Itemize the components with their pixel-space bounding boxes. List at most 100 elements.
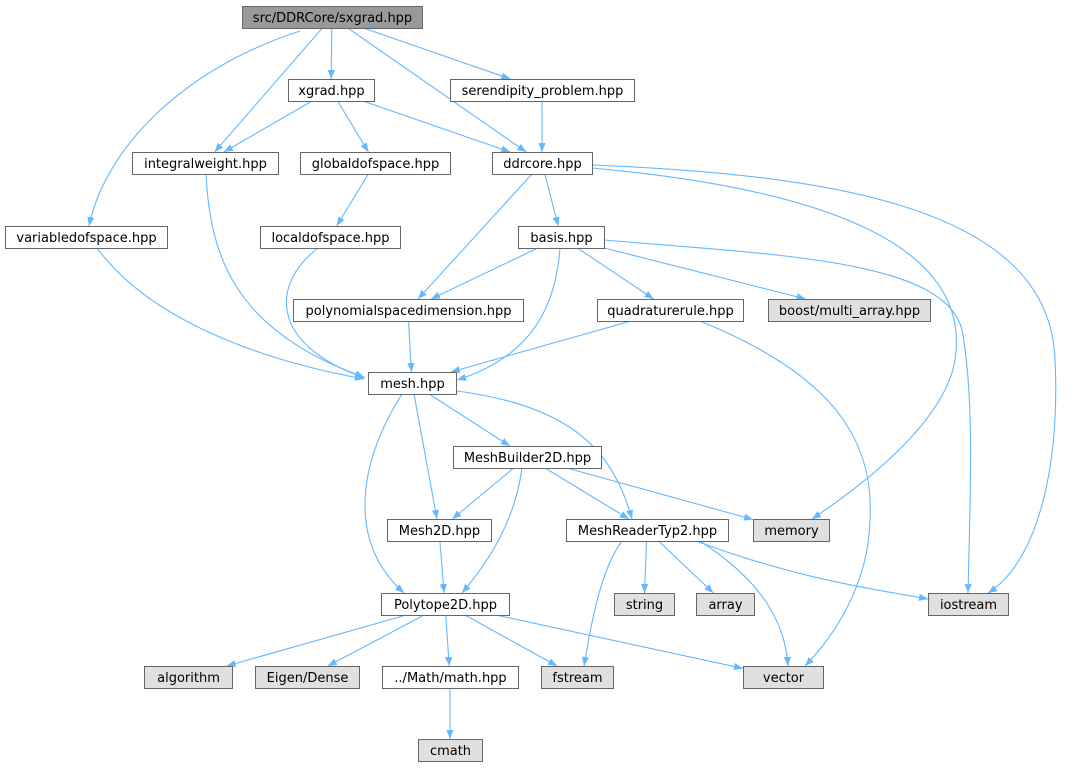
edge-mesh-to-polytope	[364, 393, 405, 594]
edge-meshreader-to-iostream	[695, 540, 929, 601]
node-multiarray-box	[768, 299, 931, 322]
edge-integralweight-to-mesh	[205, 173, 365, 378]
node-mathhpp-box	[382, 666, 519, 689]
edge-polyspacedim-to-mesh	[407, 320, 415, 373]
node-ddrcore[interactable]: ddrcore.hpp	[492, 152, 593, 175]
node-polytope-label: Polytope2D.hpp	[394, 598, 497, 613]
node-sxgrad[interactable]: src/DDRCore/sxgrad.hpp	[242, 6, 423, 29]
node-array-box	[696, 593, 755, 616]
node-polytope-box	[381, 593, 510, 616]
edge-basis-to-quadrule	[577, 247, 654, 300]
node-basis-box	[518, 226, 605, 249]
node-polyspacedim[interactable]: polynomialspacedimension.hpp	[293, 299, 524, 322]
edge-quadrule-to-vector	[699, 320, 871, 667]
edge-polytope-to-fstream	[464, 614, 558, 667]
edge-polytope-to-algorithm	[226, 614, 407, 668]
node-variabledofspace-box	[5, 226, 168, 249]
node-mesh2d[interactable]: Mesh2D.hpp	[387, 519, 492, 542]
edge-sxgrad-to-variabledofspace	[87, 30, 301, 227]
node-globaldofspace-label: globaldofspace.hpp	[312, 157, 439, 172]
node-localdofspace[interactable]: localdofspace.hpp	[260, 226, 401, 249]
edge-globaldofspace-to-localdofspace	[336, 173, 369, 227]
node-xgrad[interactable]: xgrad.hpp	[288, 79, 375, 102]
node-multiarray: boost/multi_array.hpp	[768, 299, 931, 322]
edge-meshbuilder-to-memory	[566, 467, 754, 521]
node-quadrule-box	[597, 299, 744, 322]
node-mesh2d-label: Mesh2D.hpp	[399, 524, 480, 539]
node-iostream: iostream	[928, 593, 1009, 616]
node-fstream-box	[541, 666, 614, 689]
edge-meshreader-to-array	[658, 540, 714, 594]
node-mesh[interactable]: mesh.hpp	[368, 372, 457, 395]
edge-localdofspace-to-mesh	[285, 247, 366, 379]
node-mesh-label: mesh.hpp	[380, 377, 445, 392]
node-polytope[interactable]: Polytope2D.hpp	[381, 593, 510, 616]
node-vector-box	[743, 666, 824, 689]
edge-basis-to-iostream	[603, 239, 972, 594]
edge-mesh2d-to-polytope	[439, 540, 447, 594]
node-vector: vector	[743, 666, 824, 689]
node-memory: memory	[753, 519, 830, 542]
edge-sxgrad-to-serendipity	[363, 27, 511, 80]
file-nodes: src/DDRCore/sxgrad.hpp xgrad.hpp serendipi…	[5, 6, 1009, 762]
node-mesh-box	[368, 372, 457, 395]
node-multiarray-label: boost/multi_array.hpp	[779, 304, 920, 319]
edge-ddrcore-to-polyspacedim	[417, 173, 533, 300]
node-quadrule[interactable]: quadraturerule.hpp	[597, 299, 744, 322]
node-localdofspace-label: localdofspace.hpp	[271, 231, 389, 246]
node-polyspacedim-box	[293, 299, 524, 322]
node-integralweight-box	[132, 152, 279, 175]
node-string: string	[614, 593, 675, 616]
node-meshbuilder-box	[453, 446, 602, 469]
node-ddrcore-box	[492, 152, 593, 175]
node-basis[interactable]: basis.hpp	[518, 226, 605, 249]
node-localdofspace-box	[260, 226, 401, 249]
edge-basis-to-multiarray	[603, 247, 806, 301]
node-array: array	[696, 593, 755, 616]
node-mathhpp-label: ../Math/math.hpp	[394, 671, 506, 686]
node-string-box	[614, 593, 675, 616]
node-cmath: cmath	[418, 739, 483, 762]
node-meshreader[interactable]: MeshReaderTyp2.hpp	[566, 519, 729, 542]
node-cmath-label: cmath	[430, 744, 471, 759]
node-variabledofspace-label: variabledofspace.hpp	[16, 231, 156, 246]
node-cmath-box	[418, 739, 483, 762]
node-algorithm: algorithm	[144, 666, 233, 689]
node-serendipity-box	[450, 79, 635, 102]
node-memory-label: memory	[764, 524, 819, 539]
node-variabledofspace[interactable]: variabledofspace.hpp	[5, 226, 168, 249]
node-vector-label: vector	[763, 671, 805, 686]
edge-xgrad-to-integralweight	[223, 100, 313, 153]
edge-meshreader-to-vector	[699, 540, 792, 667]
node-eigendense-label: Eigen/Dense	[267, 671, 349, 686]
node-ddrcore-label: ddrcore.hpp	[503, 157, 582, 172]
edge-polytope-to-eigendense	[327, 614, 425, 667]
edge-sxgrad-to-xgrad	[327, 27, 335, 80]
node-memory-box	[753, 519, 830, 542]
node-meshreader-label: MeshReaderTyp2.hpp	[578, 524, 717, 539]
edge-meshbuilder-to-polytope	[461, 467, 523, 594]
node-mathhpp[interactable]: ../Math/math.hpp	[382, 666, 519, 689]
edge-xgrad-to-globaldofspace	[337, 100, 369, 153]
edge-meshreader-to-string	[641, 540, 649, 594]
edge-sxgrad-to-integralweight	[214, 27, 323, 153]
node-basis-label: basis.hpp	[530, 231, 592, 246]
node-serendipity-label: serendipity_problem.hpp	[462, 84, 624, 99]
edge-basis-to-polyspacedim	[430, 247, 539, 300]
node-sxgrad-box	[242, 6, 423, 29]
node-serendipity[interactable]: serendipity_problem.hpp	[450, 79, 635, 102]
node-fstream: fstream	[541, 666, 614, 689]
node-meshbuilder[interactable]: MeshBuilder2D.hpp	[453, 446, 602, 469]
node-integralweight[interactable]: integralweight.hpp	[132, 152, 279, 175]
node-iostream-label: iostream	[940, 598, 997, 613]
edge-polytope-to-mathhpp	[445, 614, 453, 667]
edge-ddrcore-to-iostream	[591, 164, 1057, 594]
node-quadrule-label: quadraturerule.hpp	[607, 304, 733, 319]
edge-mesh-to-meshreader	[429, 387, 634, 520]
edge-quadrule-to-mesh	[450, 320, 632, 374]
edge-meshreader-to-fstream	[581, 540, 623, 667]
node-globaldofspace[interactable]: globaldofspace.hpp	[300, 152, 451, 175]
node-xgrad-box	[288, 79, 375, 102]
edge-ddrcore-to-basis	[544, 173, 560, 227]
